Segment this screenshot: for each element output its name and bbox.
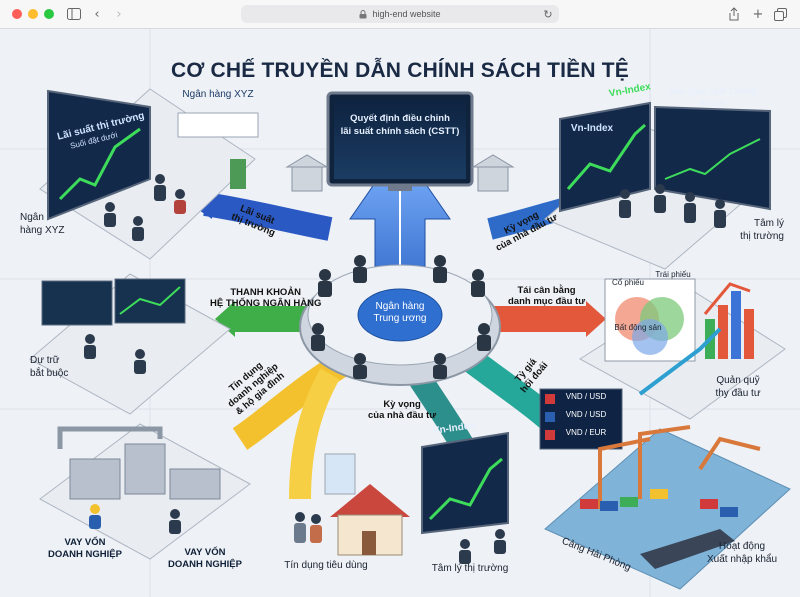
fx-board-row-1: VND / USD	[565, 392, 607, 401]
bottom-exp-label-1: Kỳ vọng	[383, 399, 421, 410]
family	[294, 512, 322, 543]
portfolio-realestate-label: Bất động sản	[614, 323, 662, 332]
stock-screen-title: Vn-Index	[570, 123, 614, 134]
tab-overview-icon[interactable]	[772, 6, 788, 22]
maximize-window-button[interactable]	[44, 9, 54, 19]
bottom-expectation-label: Kỳ vọng của nhà đầu tư	[368, 399, 436, 421]
bank-sign-board	[177, 112, 259, 138]
portfolio-stock-label: Cổ phiếu	[611, 278, 645, 287]
bank-sign: Ngân hàng XYZ	[182, 89, 254, 100]
liquidity-arrow-head	[215, 301, 235, 337]
browser-toolbar: ‹ › high-end website ↻ +	[0, 0, 800, 29]
fx-board-row-2: VND / USD	[565, 410, 607, 419]
vnindex-caption: Tâm lý thị trường	[431, 563, 509, 574]
central-monitor-stand	[388, 185, 412, 191]
bank-building-left	[285, 154, 329, 192]
exchange-sign: Sàn Giao dịch Chứng khoán	[669, 86, 757, 108]
liquidity-channel-label: THANH KHOẢN HỆ THỐNG NGÂN HÀNG	[210, 287, 321, 309]
factory-caption-1: VAY VỐN	[64, 537, 106, 548]
fund-caption-1: Quản quỹ	[716, 375, 760, 386]
sidebar-toggle-icon[interactable]	[66, 6, 82, 22]
rebalance-arrow-head	[586, 301, 606, 337]
central-bank-label-1: Ngân hàng	[375, 301, 425, 312]
rebalance-channel-label: Tái cân bằng danh mục đầu tư	[508, 285, 585, 307]
trade-caption-2: Xuất nhập khẩu	[706, 554, 778, 565]
liquidity-screens-left	[41, 280, 113, 326]
url-text: high-end website	[372, 9, 441, 19]
office-caption-1: VAY VỐN	[184, 547, 226, 558]
central-bank-center	[357, 288, 443, 342]
bank-plant	[230, 159, 246, 189]
fund-trend-arrow	[703, 282, 751, 315]
infographic-illustration	[0, 29, 800, 597]
liquidity-label-2: HỆ THỐNG NGÂN HÀNG	[210, 298, 322, 309]
liquidity-staff	[84, 334, 146, 374]
portfolio-bond-label: Trái phiếu	[655, 270, 691, 279]
house-glass-board	[324, 453, 356, 495]
stock-caption-1: Tâm lý	[754, 218, 784, 229]
stock-chart-line-left	[566, 123, 647, 190]
reload-icon[interactable]: ↻	[543, 7, 553, 21]
minimize-window-button[interactable]	[28, 9, 38, 19]
fx-flag-1	[545, 394, 555, 404]
rebalance-label-2: danh mục đầu tư	[508, 296, 586, 307]
central-monitor-screen	[334, 99, 466, 179]
bank-rate-chart-line	[58, 127, 141, 201]
house-door	[362, 531, 376, 555]
stock-screen-right	[654, 105, 771, 211]
reserve-caption-1: Dự trữ	[30, 355, 60, 366]
reserve-caption-2: bắt buộc	[30, 368, 69, 379]
trade-caption-1: Hoạt động	[718, 541, 766, 552]
new-tab-icon[interactable]: +	[752, 6, 764, 22]
monitor-line-2: lãi suất chính sách (CSTT)	[340, 126, 460, 137]
bank-building-right	[471, 154, 515, 192]
office-caption-2: DOANH NGHIỆP	[168, 559, 242, 570]
factory-machines	[69, 443, 221, 500]
lock-icon	[359, 9, 367, 18]
bank-caption-2: hàng XYZ	[20, 225, 65, 236]
stock-chart-line-right	[664, 138, 761, 180]
infographic: CƠ CHẾ TRUYỀN DẪN CHÍNH SÁCH TIỀN TỆ Quy…	[0, 29, 800, 597]
venn-realestate	[632, 319, 668, 355]
vnindex-screen	[421, 431, 509, 535]
credit-arrow-2	[289, 368, 340, 500]
traders	[619, 184, 726, 228]
back-icon[interactable]: ‹	[94, 6, 100, 22]
fund-caption-2: thy đầu tư	[715, 388, 761, 399]
share-icon[interactable]	[726, 6, 742, 22]
monitor-line-1: Quyết định điều chỉnh	[350, 113, 450, 124]
fx-board-row-3: VND / EUR	[565, 428, 607, 437]
liquidity-label-1: THANH KHOẢN	[230, 287, 302, 298]
page-title: CƠ CHẾ TRUYỀN DẪN CHÍNH SÁCH TIỀN TỆ	[171, 59, 629, 82]
close-window-button[interactable]	[12, 9, 22, 19]
cargo-ship	[640, 529, 735, 569]
investors	[459, 529, 506, 564]
fx-flag-2	[545, 412, 555, 422]
central-bank-label-2: Trung ương	[373, 313, 427, 324]
interest-arrow	[203, 192, 333, 241]
factory-pipes	[57, 426, 163, 449]
containers	[580, 489, 738, 517]
board-members	[311, 255, 491, 379]
rebalance-label-1: Tái cân bằng	[517, 285, 576, 296]
forward-icon[interactable]: ›	[116, 6, 122, 22]
liquidity-chart-line	[119, 286, 181, 315]
fund-rainbow-line	[638, 327, 722, 396]
fx-flag-3	[545, 430, 555, 440]
port-water	[544, 428, 791, 590]
port-cranes	[598, 425, 761, 509]
bottom-exp-label-2: của nhà đầu tư	[368, 410, 437, 421]
address-bar[interactable]: high-end website	[241, 5, 559, 23]
vnindex-chart-line	[428, 457, 503, 521]
bank-caption-1: Ngân	[20, 212, 44, 223]
house-roof	[330, 484, 410, 517]
consumer-credit-caption: Tín dụng tiêu dùng	[284, 560, 368, 571]
factory-workers	[89, 504, 181, 534]
factory-caption-2: DOANH NGHIỆP	[48, 549, 122, 560]
stock-caption-2: thị trường	[740, 231, 784, 242]
stock-screen-left	[559, 101, 651, 213]
bank-staff	[104, 174, 186, 241]
